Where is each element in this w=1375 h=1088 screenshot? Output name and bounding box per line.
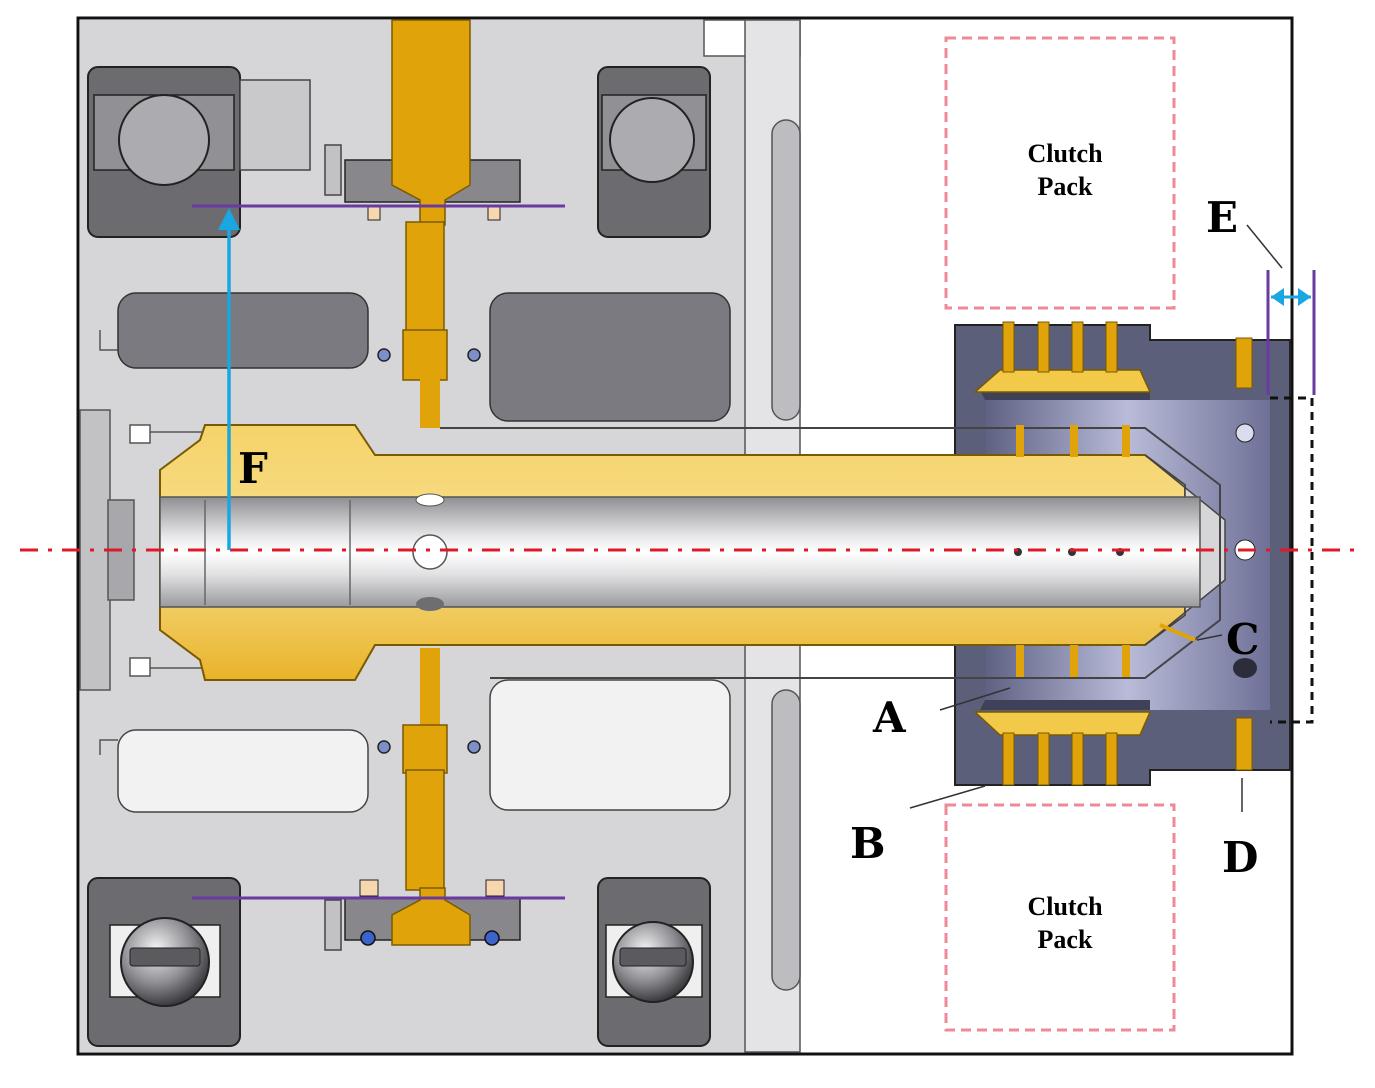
gap-dimension-e	[1246, 224, 1316, 395]
label-leaders	[909, 634, 1243, 812]
bearings	[87, 66, 711, 1047]
label-b: B	[850, 819, 886, 868]
label-a: A	[872, 693, 907, 742]
radius-arrow	[218, 208, 240, 550]
label-d: D	[1222, 833, 1258, 882]
upper-piston-chambers	[117, 292, 731, 813]
label-c: C	[1226, 615, 1259, 664]
clutch-pack-lower-line2: Pack	[1038, 925, 1093, 954]
label-e: E	[1206, 193, 1238, 242]
clutch-pack-lower-line1: Clutch	[1027, 892, 1103, 921]
clutch-pack-lower: Clutch Pack	[944, 803, 1176, 1032]
oil-feed-passages	[391, 19, 471, 946]
hub-oil-channels	[973, 321, 1253, 786]
main-shaft	[159, 424, 1226, 681]
label-f: F	[238, 444, 268, 493]
clutch-pack-upper-line1: Clutch	[1027, 139, 1103, 168]
seal-rings	[324, 144, 521, 951]
clutch-pack-upper-line2: Pack	[1038, 172, 1093, 201]
piston-travel-bracket	[1270, 396, 1314, 724]
clutch-pack-upper: Clutch Pack	[944, 36, 1176, 310]
